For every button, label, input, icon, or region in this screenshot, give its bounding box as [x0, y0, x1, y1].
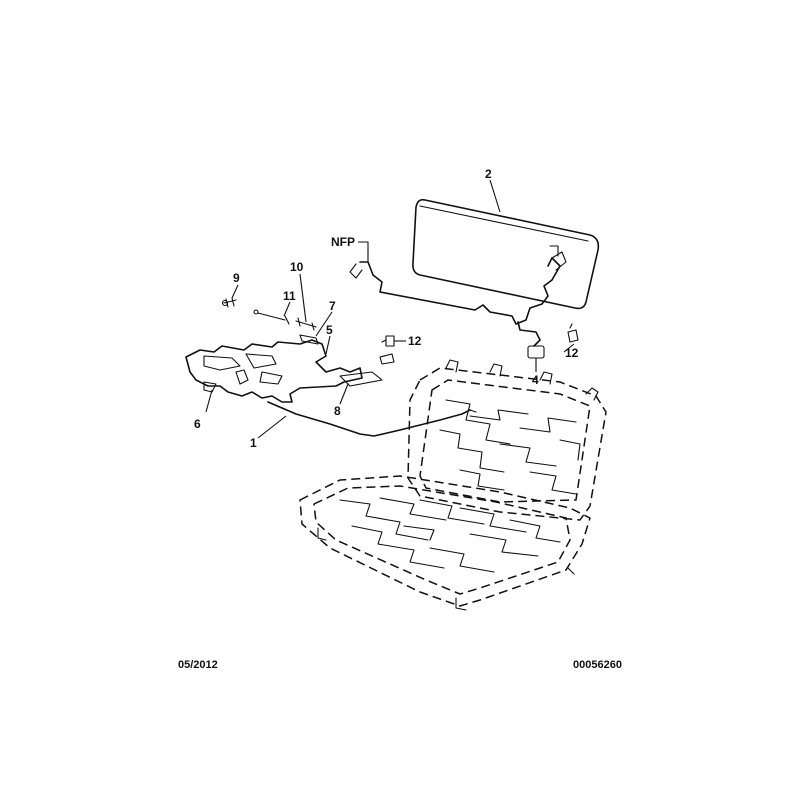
callout-8: 8 — [334, 404, 341, 418]
clip-12-left — [381, 335, 395, 347]
callout-10: 10 — [290, 260, 304, 274]
leader-lines — [205, 179, 575, 439]
footer-date: 05/2012 — [178, 659, 218, 671]
backrest-panel — [412, 198, 600, 310]
clip-12-right — [567, 323, 579, 343]
callout-12-left: 12 — [408, 334, 422, 348]
callout-nfp: NFP — [331, 235, 355, 249]
clip-7 — [299, 334, 319, 345]
seat-frame — [299, 359, 607, 611]
callout-11: 11 — [283, 289, 296, 303]
callout-6: 6 — [194, 417, 201, 431]
fastener-11 — [253, 309, 290, 325]
clip-under-12-left — [379, 353, 395, 365]
seat-heating-mat — [185, 339, 477, 437]
callout-12-right: 12 — [565, 346, 579, 360]
footer-reference-number: 00056260 — [573, 659, 622, 671]
clip-10 — [295, 317, 317, 331]
callout-7: 7 — [329, 299, 336, 313]
callout-labels: 2 NFP 9 10 11 7 5 12 12 4 8 6 1 — [194, 167, 579, 450]
callout-1: 1 — [250, 436, 257, 450]
clip-9 — [221, 297, 237, 308]
callout-2: 2 — [485, 167, 492, 181]
callout-5: 5 — [326, 323, 333, 337]
callout-9: 9 — [233, 271, 240, 285]
callout-4: 4 — [532, 373, 539, 387]
